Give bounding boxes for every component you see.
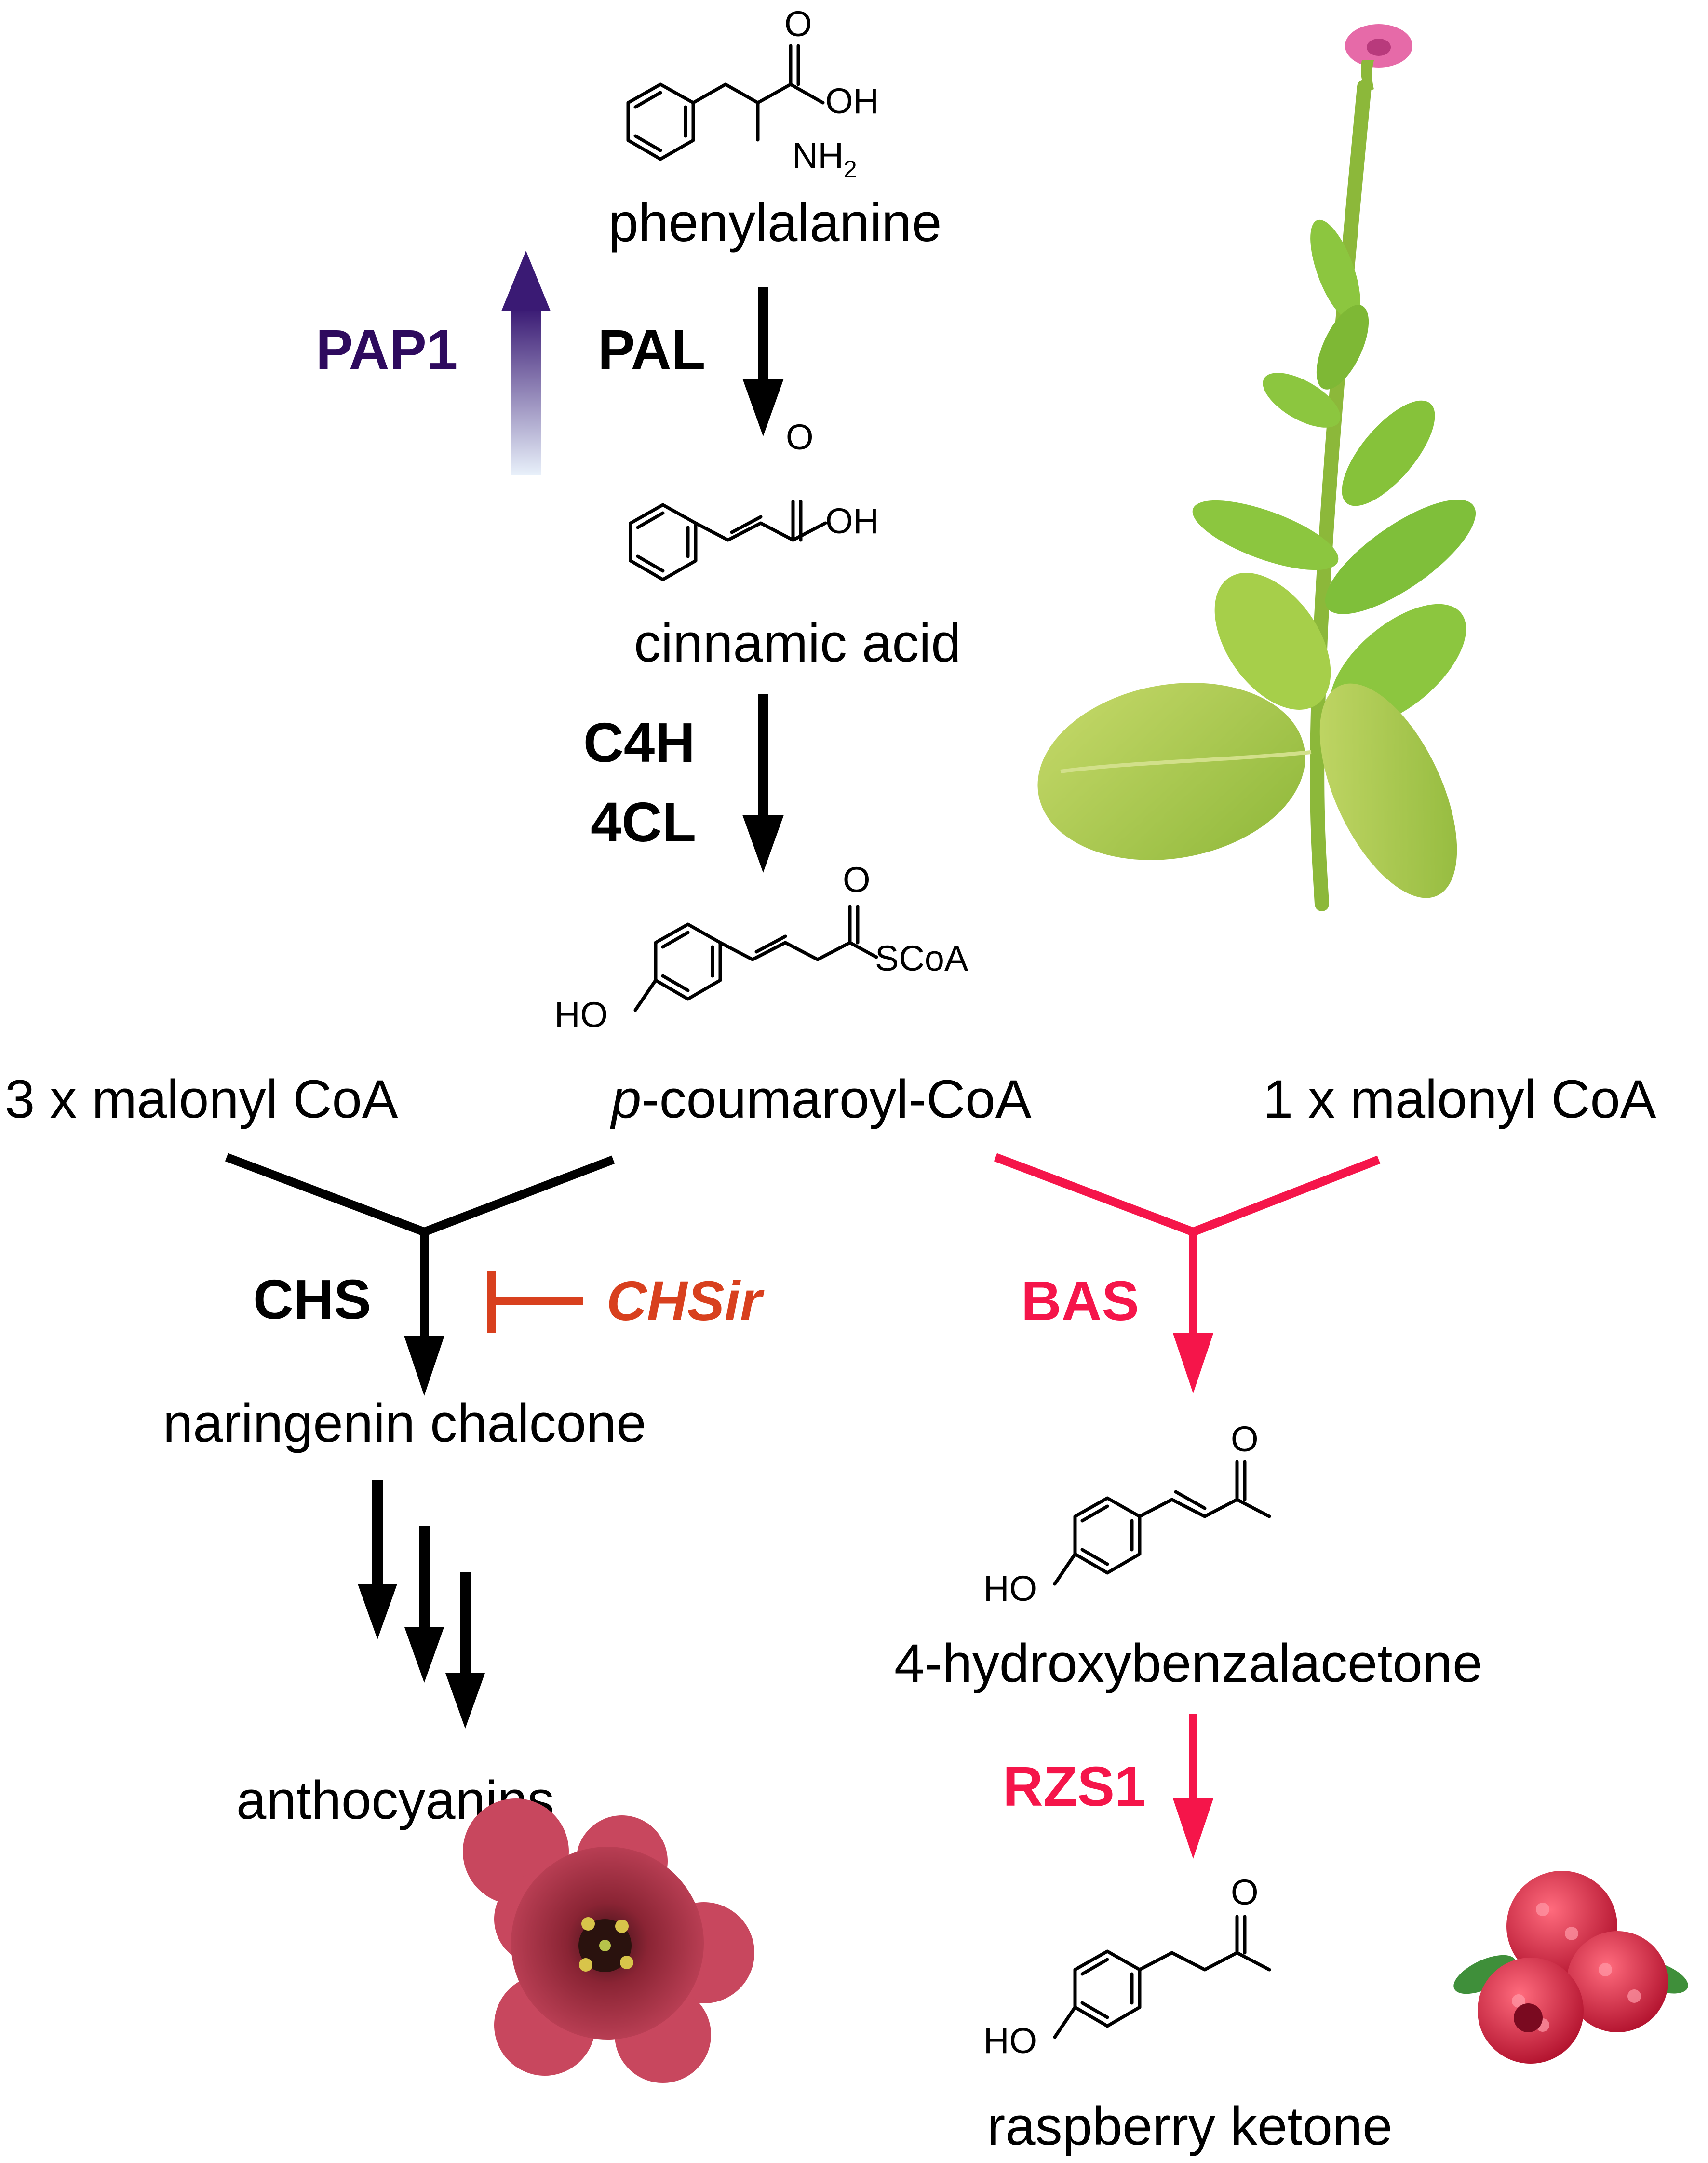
chsir-inhibition [487,1271,583,1333]
enzyme-chs: CHS [253,1268,371,1331]
pal-arrow [742,287,784,436]
compound-coumaroyl-coa: p-coumaroyl-CoA [610,1069,1032,1129]
tobacco-plant-icon [1037,24,1476,911]
raspberry-icon [1453,1871,1688,2064]
cinn-hydroxyl: OH [825,501,879,541]
hydroxybenzalacetone-structure: O HO [983,1419,1271,1609]
cinn-carbonyl-o: O [786,417,814,457]
rk-ho: HO [983,2021,1037,2061]
chs-convergence-arrow [225,1153,615,1396]
anthocyanin-multistep-arrows [358,1480,485,1729]
pap1-arrow [501,251,551,475]
phe-hydroxyl: OH [825,81,879,121]
enzyme-bas: BAS [1021,1270,1139,1332]
enzyme-pal: PAL [598,318,705,381]
rk-carbonyl-o: O [1231,1872,1259,1912]
phenylalanine-structure: O OH NH2 [626,4,879,183]
phe-carbonyl-o: O [784,4,812,44]
c4h-4cl-arrow [742,694,784,873]
coa-carbonyl-o: O [843,860,871,900]
coa-scoa: SCoA [875,938,968,978]
coumaroyl-coa-structure: O SCoA HO [554,860,968,1035]
compound-raspberry-ketone: raspberry ketone [987,2096,1392,2156]
compound-malonyl-1x: 1 x malonyl CoA [1263,1069,1656,1129]
enzyme-chsir: CHSir [606,1270,765,1332]
hba-carbonyl-o: O [1231,1419,1259,1459]
enzyme-c4h: C4H [583,711,695,774]
phe-amine: NH2 [792,135,857,183]
flower-icon [463,1798,754,2083]
enzyme-4cl: 4CL [591,791,696,853]
raspberry-ketone-structure: O HO [983,1872,1271,2061]
compound-phenylalanine: phenylalanine [608,192,941,253]
hba-ho: HO [983,1568,1037,1609]
compound-malonyl-3x: 3 x malonyl CoA [5,1069,398,1129]
coa-ho: HO [554,995,608,1035]
enzyme-rzs1: RZS1 [1003,1755,1146,1818]
compound-cinnamic-acid: cinnamic acid [634,613,961,673]
compound-naringenin-chalcone: naringenin chalcone [163,1393,646,1453]
cinnamic-acid-structure: O OH [629,417,879,581]
compound-4-hydroxybenzalacetone: 4-hydroxybenzalacetone [894,1633,1482,1693]
enzyme-pap1: PAP1 [316,318,457,381]
bas-convergence-arrow [994,1153,1381,1393]
rzs1-arrow [1173,1714,1213,1859]
